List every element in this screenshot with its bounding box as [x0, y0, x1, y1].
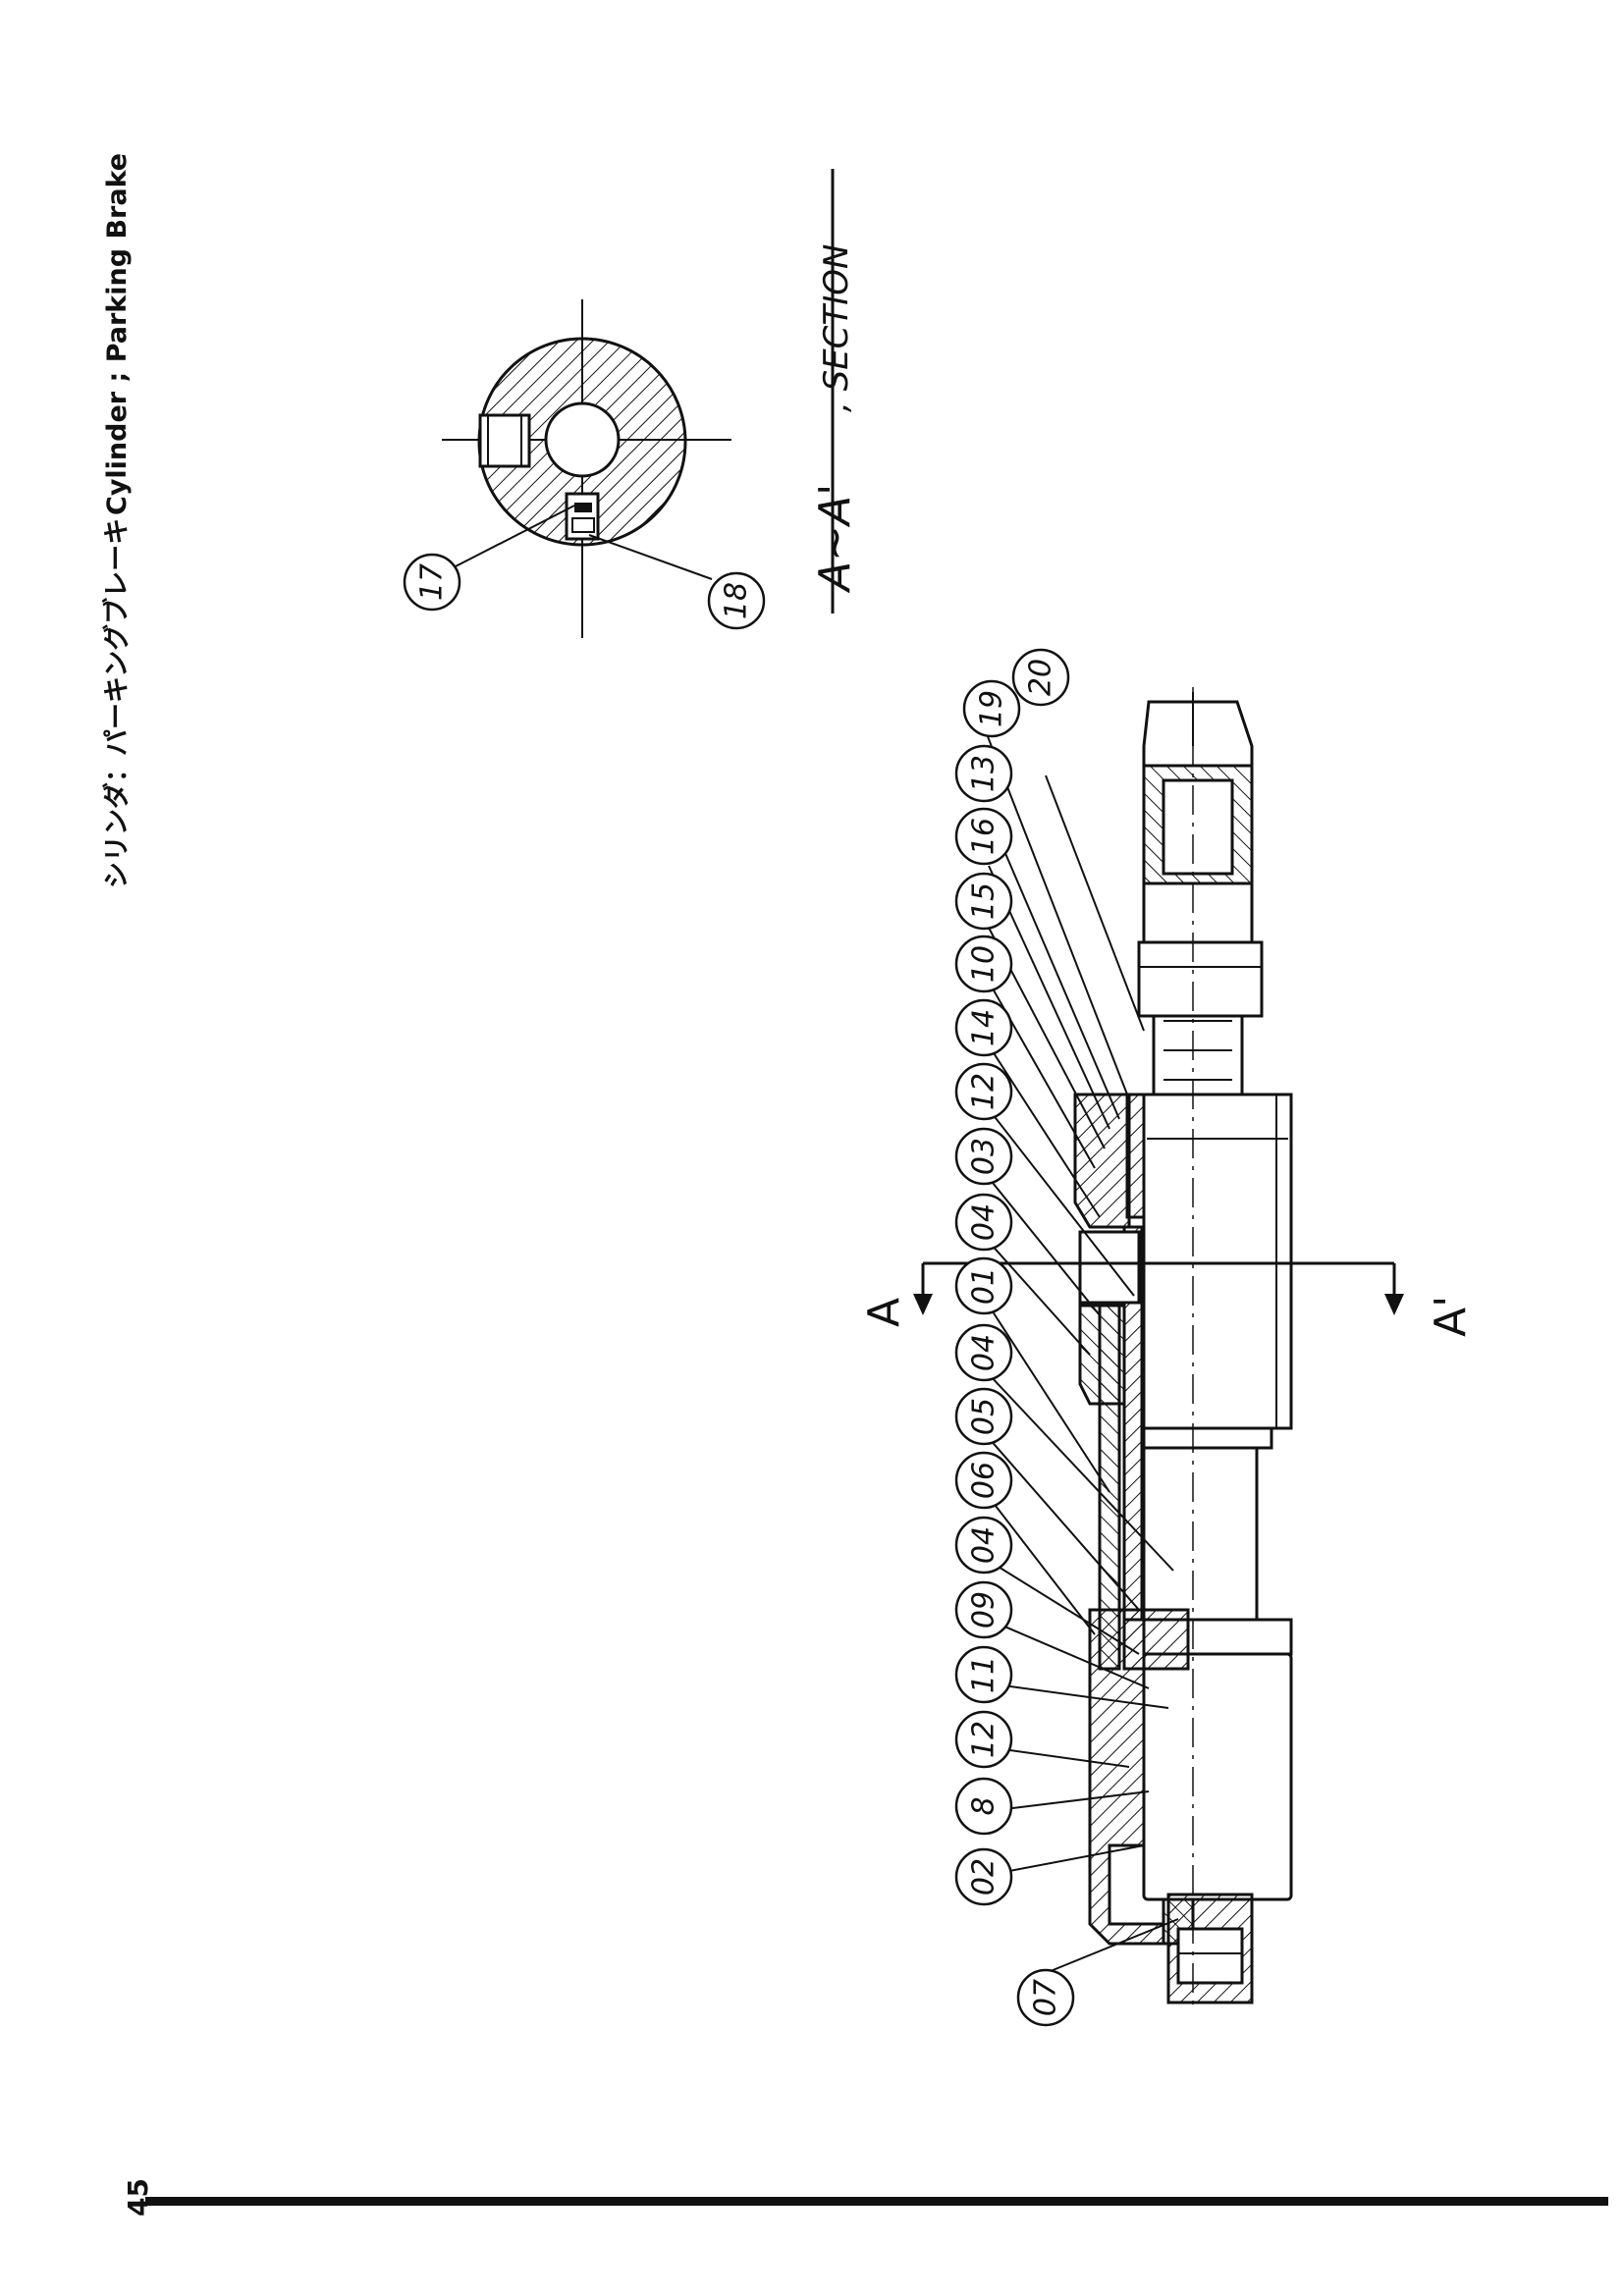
svg-text:09: 09	[967, 1591, 1001, 1629]
cylinder-body-right	[1142, 1093, 1293, 1430]
callout-10: 10	[954, 934, 1013, 993]
leader-18	[588, 534, 713, 580]
bottom-rule	[145, 2197, 1608, 2206]
leader-17	[453, 505, 575, 568]
callout-04: 04	[954, 1323, 1013, 1382]
svg-text:04: 04	[967, 1526, 1001, 1564]
callout-16: 16	[954, 807, 1013, 866]
callout-07: 07	[1016, 1968, 1075, 2027]
svg-text:17: 17	[415, 563, 450, 601]
callout-04: 04	[954, 1193, 1013, 1252]
callout-12: 12	[954, 1062, 1013, 1121]
section-bore	[544, 401, 621, 478]
callout-8: 8	[954, 1777, 1013, 1836]
svg-text:12: 12	[967, 1073, 1001, 1110]
svg-text:A: A	[859, 1298, 909, 1327]
rod-end-shaft	[1142, 881, 1254, 944]
callout-15: 15	[954, 872, 1013, 931]
section-mark-a: A	[859, 1298, 909, 1327]
rod-end-tip	[1142, 700, 1254, 768]
svg-text:11: 11	[967, 1656, 1001, 1693]
svg-text:16: 16	[967, 818, 1001, 855]
callout-03: 03	[954, 1127, 1013, 1186]
callout-13: 13	[954, 744, 1013, 803]
callout-02: 02	[954, 1847, 1013, 1906]
callout-06: 06	[954, 1451, 1013, 1510]
rod-neck	[1152, 1014, 1244, 1096]
svg-text:20: 20	[1024, 659, 1058, 696]
svg-text:06: 06	[967, 1462, 1001, 1499]
svg-text:14: 14	[967, 1009, 1001, 1046]
callout-04: 04	[954, 1516, 1013, 1575]
svg-text:12: 12	[967, 1721, 1001, 1758]
callout-14: 14	[954, 998, 1013, 1057]
callout-17: 17	[403, 553, 461, 612]
callout-20: 20	[1011, 648, 1070, 707]
svg-text:07: 07	[1029, 1979, 1063, 2016]
svg-text:01: 01	[967, 1267, 1001, 1305]
callout-12: 12	[954, 1710, 1013, 1769]
callout-09: 09	[954, 1580, 1013, 1639]
svg-text:13: 13	[967, 755, 1001, 792]
gland	[1078, 1304, 1126, 1406]
header-title: シリンダ：パーキングブレーキ Cylinder ; Parking Brake	[101, 153, 133, 888]
callout-11: 11	[954, 1645, 1013, 1704]
svg-text:15: 15	[967, 882, 1001, 920]
title-japanese: シリンダ：パーキングブレーキ	[101, 518, 133, 888]
section-mark-a-prime: A'	[1426, 1296, 1476, 1337]
rod-end-nut	[1137, 940, 1264, 1018]
svg-text:10: 10	[967, 945, 1001, 983]
svg-text:03: 03	[967, 1138, 1001, 1175]
svg-text:A': A'	[1426, 1296, 1476, 1337]
rod-cover	[1073, 1093, 1131, 1229]
main-view: A A'	[859, 648, 1476, 2027]
svg-text:18: 18	[720, 582, 754, 619]
section-caption-a: A∼A'	[810, 484, 860, 594]
svg-text:04: 04	[967, 1334, 1001, 1371]
svg-text:19: 19	[975, 690, 1009, 727]
section-caption: A∼A' , SECTION	[810, 244, 860, 594]
svg-text:05: 05	[967, 1398, 1001, 1435]
piston	[1122, 1608, 1190, 1671]
piston-rod-section	[1142, 1446, 1259, 1622]
title-english: Cylinder ; Parking Brake	[102, 153, 133, 515]
callout-19: 19	[962, 679, 1021, 738]
head-clevis-pin	[1176, 1927, 1244, 1985]
cylinder-body-left	[1142, 1652, 1293, 1901]
svg-text:8: 8	[967, 1796, 1001, 1815]
svg-text:02: 02	[967, 1858, 1001, 1896]
section-caption-section: , SECTION	[817, 244, 856, 412]
callout-01: 01	[954, 1256, 1013, 1315]
callout-05: 05	[954, 1387, 1013, 1446]
section-view: 17 18	[403, 299, 766, 638]
svg-text:04: 04	[967, 1203, 1001, 1241]
callout-18: 18	[707, 571, 766, 630]
